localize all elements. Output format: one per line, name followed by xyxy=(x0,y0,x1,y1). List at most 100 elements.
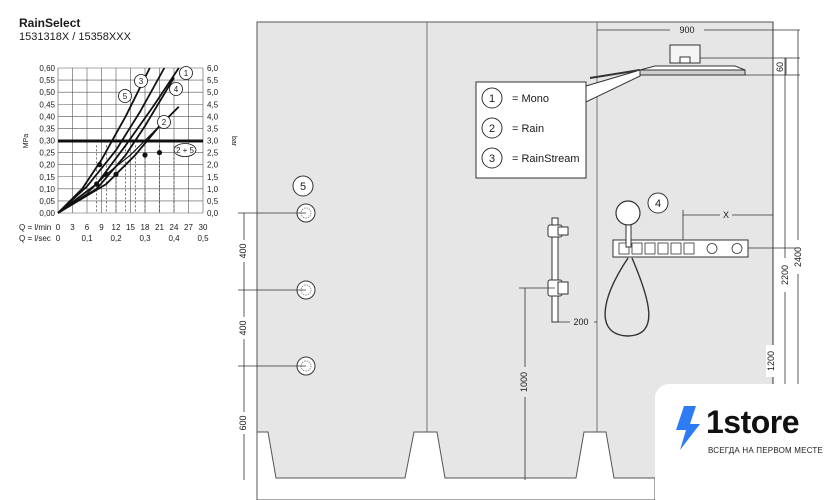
y-tick-mpa: 0,20 xyxy=(39,161,55,170)
legend-label: = RainStream xyxy=(512,153,580,165)
x-tick-lmin: 15 xyxy=(126,223,135,232)
x-tick-lmin: 21 xyxy=(155,223,164,232)
x-tick-lmin: 12 xyxy=(112,223,121,232)
legend-label: = Rain xyxy=(512,123,544,135)
dim-2400: 2400 xyxy=(793,247,803,267)
x-tick-lmin: 9 xyxy=(99,223,104,232)
overhead-shower xyxy=(589,44,746,79)
hand-shower xyxy=(604,200,650,337)
y-tick-mpa: 0,30 xyxy=(39,137,55,146)
legend-label: = Mono xyxy=(512,93,549,105)
y-tick-bar: 5,5 xyxy=(207,76,219,85)
x-tick-lsec: 0,3 xyxy=(139,234,151,243)
y-tick-mpa: 0,45 xyxy=(39,100,55,109)
x-axis-lsec-ticks: 0 0,1 0,2 0,3 0,4 0,5 xyxy=(56,234,209,243)
x-tick-lmin: 27 xyxy=(184,223,193,232)
dim-60: 60 xyxy=(775,62,785,72)
curve-3 xyxy=(57,67,166,214)
curve-label: 5 xyxy=(123,92,128,101)
control-knob xyxy=(706,243,718,254)
y-tick-mpa: 0,55 xyxy=(39,76,55,85)
y-tick-bar: 2,5 xyxy=(207,149,219,158)
callout-4: 4 xyxy=(655,198,661,210)
curve-label-bubble xyxy=(179,66,193,80)
control-button xyxy=(618,242,630,255)
dim-400-b: 400 xyxy=(238,320,248,335)
brand-slogan: ВСЕГДА НА ПЕРВОМ МЕСТЕ xyxy=(708,446,824,455)
curve-label-bubble xyxy=(134,74,148,88)
curve-4 xyxy=(57,77,175,214)
chart-dashed-guides xyxy=(96,145,175,213)
legend-number-circle xyxy=(481,87,503,109)
y-tick-mpa: 0,40 xyxy=(39,112,55,121)
y-tick-bar: 0,0 xyxy=(207,209,219,218)
dim-600: 600 xyxy=(238,415,248,430)
x-tick-lmin: 3 xyxy=(70,223,75,232)
curve-5 xyxy=(57,67,151,214)
chart-markers xyxy=(94,149,163,187)
y-tick-mpa: 0,50 xyxy=(39,88,55,97)
curve-1 xyxy=(57,67,180,214)
y-tick-bar: 1,0 xyxy=(207,185,219,194)
x-tick-lmin: 6 xyxy=(85,223,90,232)
curve-label-bubble xyxy=(169,82,183,96)
curve-label-bubble xyxy=(157,115,171,129)
x-tick-lmin: 0 xyxy=(56,223,61,232)
legend-number: 1 xyxy=(489,93,495,105)
y-tick-mpa: 0,00 xyxy=(39,209,55,218)
y-tick-mpa: 0,15 xyxy=(39,173,55,182)
curve-label: 4 xyxy=(174,85,179,94)
y-axis-mpa-ticks: 0,00 0,05 0,10 0,15 0,20 0,25 0,30 0,35 0,40 0,45… xyxy=(39,64,55,218)
y-tick-bar: 1,5 xyxy=(207,173,219,182)
x-tick-lmin: 18 xyxy=(141,223,150,232)
legend-number: 2 xyxy=(489,123,495,135)
legend-box: 1 = Mono 2 = Rain 3 = RainStream xyxy=(475,69,641,179)
callout-5: 5 xyxy=(300,181,306,193)
legend-number: 3 xyxy=(489,153,495,165)
dim-2200: 2200 xyxy=(780,265,790,285)
dim-x: X xyxy=(723,210,729,220)
y-tick-bar: 6,0 xyxy=(207,64,219,73)
y-tick-mpa: 0,35 xyxy=(39,124,55,133)
curve-label: 2 + 5 xyxy=(176,146,195,155)
x-tick-lsec: 0,1 xyxy=(81,234,93,243)
callout-5-circle xyxy=(292,175,314,197)
dim-1200: 1200 xyxy=(766,351,776,371)
x-tick-lmin: 24 xyxy=(170,223,179,232)
x-tick-lmin: 30 xyxy=(199,223,208,232)
chart-marker xyxy=(103,171,109,177)
y-axis-bar-ticks: 0,00,51,01,52,02,53,03,54,04,55,05,56,0 xyxy=(207,64,219,218)
y-tick-bar: 3,0 xyxy=(207,137,219,146)
y-tick-bar: 2,0 xyxy=(207,161,219,170)
y-axis-left-label: MPa xyxy=(23,134,30,149)
y-tick-mpa: 0,60 xyxy=(39,64,55,73)
y-tick-bar: 5,0 xyxy=(207,88,219,97)
control-button xyxy=(657,242,669,255)
dim-400-a: 400 xyxy=(238,243,248,258)
chart-marker xyxy=(142,152,148,158)
chart-marker xyxy=(94,181,100,187)
curve-label-bubble xyxy=(118,89,132,103)
control-button xyxy=(631,242,643,255)
x-tick-lsec: 0,5 xyxy=(197,234,209,243)
dim-900: 900 xyxy=(679,25,694,35)
x-tick-lsec: 0,2 xyxy=(110,234,122,243)
dim-200: 200 xyxy=(573,317,588,327)
y-tick-bar: 4,5 xyxy=(207,100,219,109)
curve-label: 3 xyxy=(139,77,144,86)
chart-marker xyxy=(156,149,163,156)
brand-badge xyxy=(655,384,840,500)
chart-marker xyxy=(113,171,119,177)
y-tick-mpa: 0,05 xyxy=(39,197,55,206)
y-tick-mpa: 0,10 xyxy=(39,185,55,194)
y-tick-bar: 3,5 xyxy=(207,124,219,133)
y-tick-mpa: 0,25 xyxy=(39,149,55,158)
control-knob xyxy=(731,243,743,254)
x-tick-lsec: 0,4 xyxy=(168,234,180,243)
product-codes: 1531318X / 15358XXX xyxy=(19,31,131,43)
x-axis-lmin-label: Q = l/min xyxy=(19,223,51,232)
control-button xyxy=(670,242,682,255)
x-tick-lsec: 0 xyxy=(56,234,61,243)
curve-label-bubble xyxy=(173,143,197,157)
